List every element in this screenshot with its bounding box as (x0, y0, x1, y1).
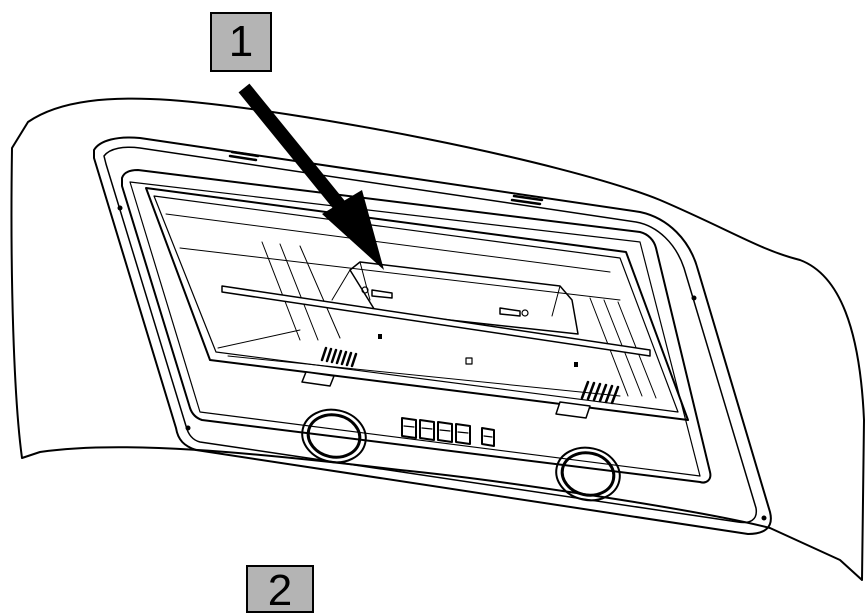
filter-opening (145, 187, 689, 421)
keyhole-left (371, 289, 393, 299)
hood-trim-inner (103, 146, 758, 524)
control-buttons (401, 417, 495, 447)
support-rail (221, 285, 651, 357)
callout-label-2: 2 (246, 565, 314, 613)
filter-clip-left (301, 371, 335, 387)
range-hood-drawing (10, 83, 865, 581)
vent-grille-right (580, 380, 620, 405)
callout-label-1: 1 (210, 12, 272, 72)
vent-grille-left (320, 346, 358, 368)
callout-arrow (238, 83, 384, 270)
light-right (555, 446, 621, 502)
hood-trim (93, 136, 772, 535)
light-left (301, 408, 367, 464)
filter-clip-right (555, 401, 591, 419)
keyhole-right (499, 307, 521, 317)
